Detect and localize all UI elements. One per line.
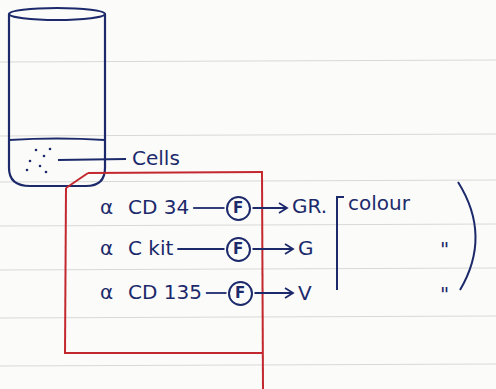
red-frame — [65, 172, 263, 389]
arrow-line — [253, 248, 294, 250]
antibody-symbol: α — [100, 281, 113, 303]
arrow-head — [279, 203, 287, 213]
fluorochrome-circle: F — [226, 196, 251, 221]
arrow-line — [253, 207, 288, 209]
ditto-mark: " — [440, 238, 449, 260]
cells-dots — [26, 148, 52, 174]
antibody-symbol: α — [100, 196, 113, 218]
leader-line — [206, 292, 227, 294]
marker-name: CD 135 — [128, 281, 202, 303]
ditto-mark: " — [440, 283, 449, 305]
fluorochrome-letter: F — [233, 201, 243, 216]
cells-label: Cells — [132, 147, 180, 169]
brackets — [337, 182, 476, 290]
arrow-line — [255, 292, 294, 294]
colour-result: GR. — [292, 195, 327, 217]
fluorochrome-letter: F — [235, 286, 245, 301]
fluorochrome-letter: F — [233, 242, 243, 257]
arrow-head — [285, 244, 293, 254]
arrow-head — [285, 288, 293, 298]
colour-result: V — [298, 282, 312, 304]
fluorochrome-circle: F — [226, 237, 251, 262]
antibody-symbol: α — [100, 237, 113, 259]
ruled-lines — [0, 60, 496, 366]
leader-line — [193, 207, 224, 209]
marker-name: CD 34 — [128, 196, 189, 218]
fluorochrome-circle: F — [228, 281, 253, 306]
leader-line — [58, 159, 126, 160]
colour-result: G — [298, 237, 314, 259]
leader-line — [177, 248, 224, 250]
colour-note: colour — [348, 192, 410, 214]
marker-name: C kit — [128, 237, 173, 259]
